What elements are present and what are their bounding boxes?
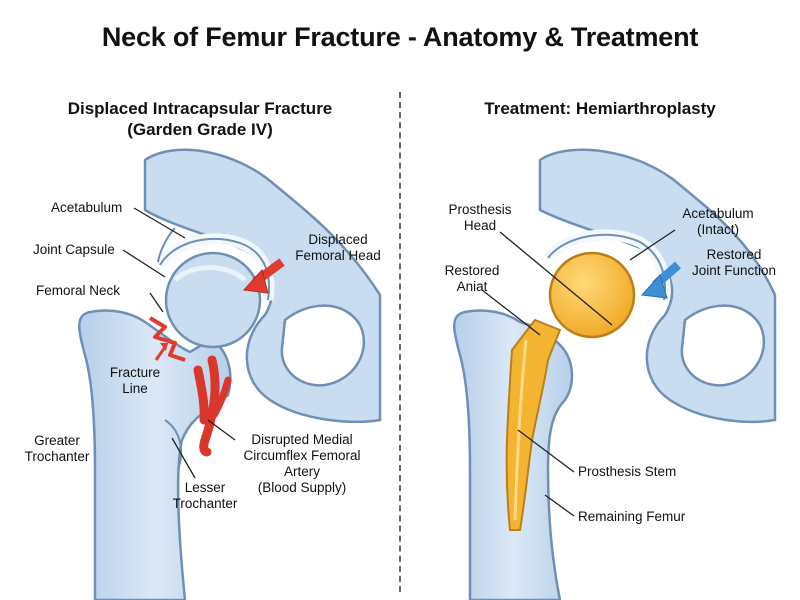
lesser-trochanter-ridge [164, 419, 183, 471]
right-panel-title: Treatment: Hemiarthroplasty [484, 99, 716, 118]
leader-prosthesis-head [499, 231, 613, 326]
leader-restored-aniat [481, 289, 541, 336]
right-pelvis [538, 148, 777, 424]
label-displaced-femoral-head: Displaced Femoral Head [288, 232, 388, 264]
label-restored-joint-function: Restored Joint Function [675, 247, 793, 279]
label-prosthesis-head-line-2: Head [463, 218, 497, 233]
label-displaced-femoral-head-line-1: Displaced [308, 232, 368, 247]
label-acetabulum-intact-line-1: Acetabulum [682, 206, 754, 221]
label-fracture-line-line-2: Line [122, 381, 148, 396]
label-disrupted-artery-line-1: Disrupted Medial [251, 432, 353, 447]
leader-lesser-trochanter [171, 437, 196, 479]
obturator-foramen [280, 304, 366, 387]
label-displaced-femoral-head-line-2: Femoral Head [295, 248, 381, 263]
label-prosthesis-head-line-1: Prosthesis [448, 202, 512, 217]
label-disrupted-artery-line-3: Artery [283, 464, 320, 479]
label-acetabulum: Acetabulum [51, 200, 123, 215]
label-greater-trochanter: Greater Trochanter [18, 433, 96, 465]
label-acetabulum-intact: Acetabulum (Intact) [668, 206, 768, 238]
label-greater-trochanter-line-1: Greater [34, 433, 80, 448]
left-femur [78, 309, 232, 600]
label-greater-trochanter-line-2: Trochanter [24, 449, 90, 464]
label-restored-joint-function-line-1: Restored [706, 247, 762, 262]
label-prosthesis-head: Prosthesis Head [438, 202, 522, 234]
prosthesis-head [548, 251, 636, 339]
label-femoral-neck: Femoral Neck [36, 283, 121, 298]
label-disrupted-artery: Disrupted Medial Circumflex Femoral Arte… [232, 432, 372, 496]
leader-acetabulum-intact [629, 229, 676, 261]
fracture-pointer-arrow [154, 346, 167, 361]
disrupted-artery [193, 355, 232, 457]
panel-divider [399, 92, 401, 592]
label-restored-aniat: Restored Aniat [436, 263, 508, 295]
label-lesser-trochanter: Lesser Trochanter [165, 480, 245, 512]
label-disrupted-artery-line-4: (Blood Supply) [257, 480, 347, 495]
label-fracture-line: Fracture Line [100, 365, 170, 397]
label-prosthesis-stem: Prosthesis Stem [578, 464, 677, 479]
left-title-line-1: Displaced Intracapsular Fracture [67, 99, 333, 118]
fracture-line [148, 316, 186, 362]
label-acetabulum-intact-line-2: (Intact) [696, 222, 739, 237]
leader-prosthesis-stem [517, 429, 575, 473]
diagram-title: Neck of Femur Fracture - Anatomy & Treat… [101, 22, 699, 52]
left-title-line-2: (Garden Grade IV) [127, 120, 273, 139]
leader-joint-capsule [122, 249, 166, 278]
label-joint-capsule: Joint Capsule [33, 242, 115, 257]
label-lesser-trochanter-line-2: Trochanter [172, 496, 238, 511]
prosthesis-stem [505, 318, 562, 531]
leader-remaining-femur [544, 494, 575, 517]
label-restored-joint-function-line-2: Joint Function [691, 263, 777, 278]
right-obturator-foramen [680, 304, 766, 387]
leader-artery [207, 419, 236, 441]
leader-femoral-neck [149, 292, 164, 313]
label-restored-aniat-line-1: Restored [444, 263, 500, 278]
label-remaining-femur: Remaining Femur [578, 509, 686, 524]
leader-acetabulum [133, 207, 186, 239]
label-disrupted-artery-line-2: Circumflex Femoral [243, 448, 361, 463]
label-lesser-trochanter-line-1: Lesser [184, 480, 226, 495]
label-restored-aniat-line-2: Aniat [456, 279, 488, 294]
label-fracture-line-line-1: Fracture [109, 365, 161, 380]
left-panel-title: Displaced Intracapsular Fracture (Garden… [0, 98, 400, 140]
